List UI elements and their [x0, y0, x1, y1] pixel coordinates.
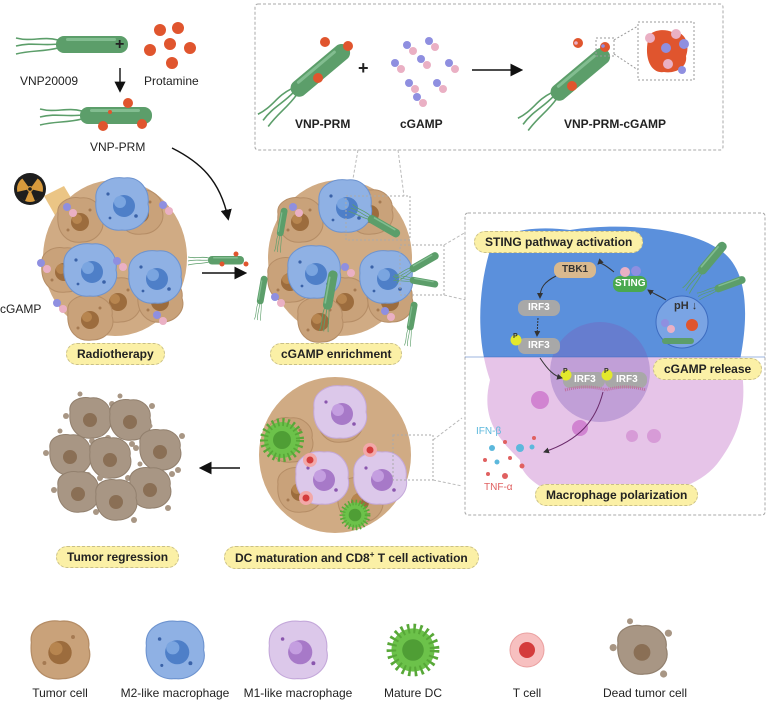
sting-label: STING	[615, 278, 646, 289]
phospho-dot-3	[601, 369, 613, 381]
cytokines	[483, 436, 536, 479]
legend-icon-tumor-cell	[30, 620, 91, 680]
vnp-prm-bacterium	[39, 98, 153, 131]
tumor-radiotherapy	[37, 177, 187, 341]
cgamp-release-pill: cGAMP release	[653, 358, 763, 380]
synthesis-plus: +	[115, 36, 125, 53]
protamine-label: Protamine	[144, 74, 199, 88]
protamine-particles	[144, 22, 196, 69]
endosome	[655, 295, 709, 349]
vnp20009-label: VNP20009	[20, 74, 79, 88]
loading-vnp-prm	[255, 37, 355, 128]
vnp-prm-label: VNP-PRM	[90, 140, 146, 154]
to-enrichment-arrow	[171, 147, 232, 221]
irf3-protein	[518, 300, 560, 316]
polarization-pill: Macrophage polarization	[535, 484, 699, 506]
dc-activation-suffix: T cell activation	[374, 551, 468, 565]
legend-label-tumor-cell: Tumor cell	[32, 686, 88, 700]
tumor-dc-activation	[259, 377, 434, 533]
dna-strand	[564, 385, 647, 392]
sting-protein	[613, 276, 647, 292]
dc-activation-sup: +	[369, 550, 375, 559]
phospho-label-2: P	[563, 368, 568, 375]
legend-icon-dead-tumor-cell	[608, 617, 673, 679]
irf3-dimer-a	[563, 372, 605, 388]
ph-label: pH ↓	[674, 300, 698, 312]
vnp-prm-incoming	[187, 251, 249, 267]
irf3-p-protein	[518, 338, 560, 354]
legend-label-t-cell: T cell	[512, 686, 542, 700]
phospho-dot-1	[510, 334, 522, 346]
tumor-enrichment	[253, 179, 445, 347]
phospho-label-1: P	[513, 333, 518, 340]
ifn-beta-label: IFN-β	[476, 426, 502, 437]
tbk1-label: TBK1	[562, 264, 589, 275]
regression-pill: Tumor regression	[56, 546, 180, 568]
legend-label-m2-macrophage: M2-like macrophage	[120, 686, 230, 700]
nucleus	[550, 322, 650, 422]
legend-icon-mature-dc	[391, 628, 434, 671]
dc-activation-prefix: DC maturation and CD8	[235, 551, 370, 565]
loading-product-label: VNP-PRM-cGAMP	[564, 117, 667, 131]
sting-title-pill: STING pathway activation	[474, 231, 644, 253]
phospho-label-3: P	[604, 368, 609, 375]
irf3-dimer-a-label: IRF3	[574, 374, 596, 385]
irf3-p-label: IRF3	[528, 340, 550, 351]
irf3-label: IRF3	[528, 302, 550, 313]
loading-reactant1-label: VNP-PRM	[295, 117, 351, 131]
legend-icon-m1-macrophage	[268, 620, 328, 680]
tbk1-protein	[554, 262, 596, 278]
legend-label-mature-dc: Mature DC	[383, 686, 443, 700]
phospho-dot-2	[560, 369, 572, 381]
dc-activation-pill: DC maturation and CD8+ T cell activation	[224, 546, 479, 569]
tumor-regression	[42, 391, 186, 524]
legend-label-m1-macrophage: M1-like macrophage	[243, 686, 353, 700]
vnp20009-bacterium	[15, 35, 129, 55]
legend-icon-m2-macrophage	[145, 620, 205, 680]
irf3-dimer-b-label: IRF3	[616, 374, 638, 385]
loading-vnp-prm-cgamp	[515, 21, 695, 132]
irf3-dimer-b	[605, 372, 647, 388]
cgamp-side-label: cGAMP	[0, 302, 42, 316]
legend-icon-t-cell	[509, 632, 545, 668]
m1-macrophage-half	[483, 357, 744, 498]
loading-reactant2-label: cGAMP	[400, 117, 443, 131]
enrichment-pill: cGAMP enrichment	[270, 343, 403, 365]
radiotherapy-pill: Radiotherapy	[66, 343, 165, 365]
tnf-alpha-label: TNF-α	[484, 482, 513, 493]
legend-label-dead-tumor-cell: Dead tumor cell	[602, 686, 688, 700]
loading-box	[254, 3, 724, 151]
loading-plus: +	[358, 58, 369, 78]
